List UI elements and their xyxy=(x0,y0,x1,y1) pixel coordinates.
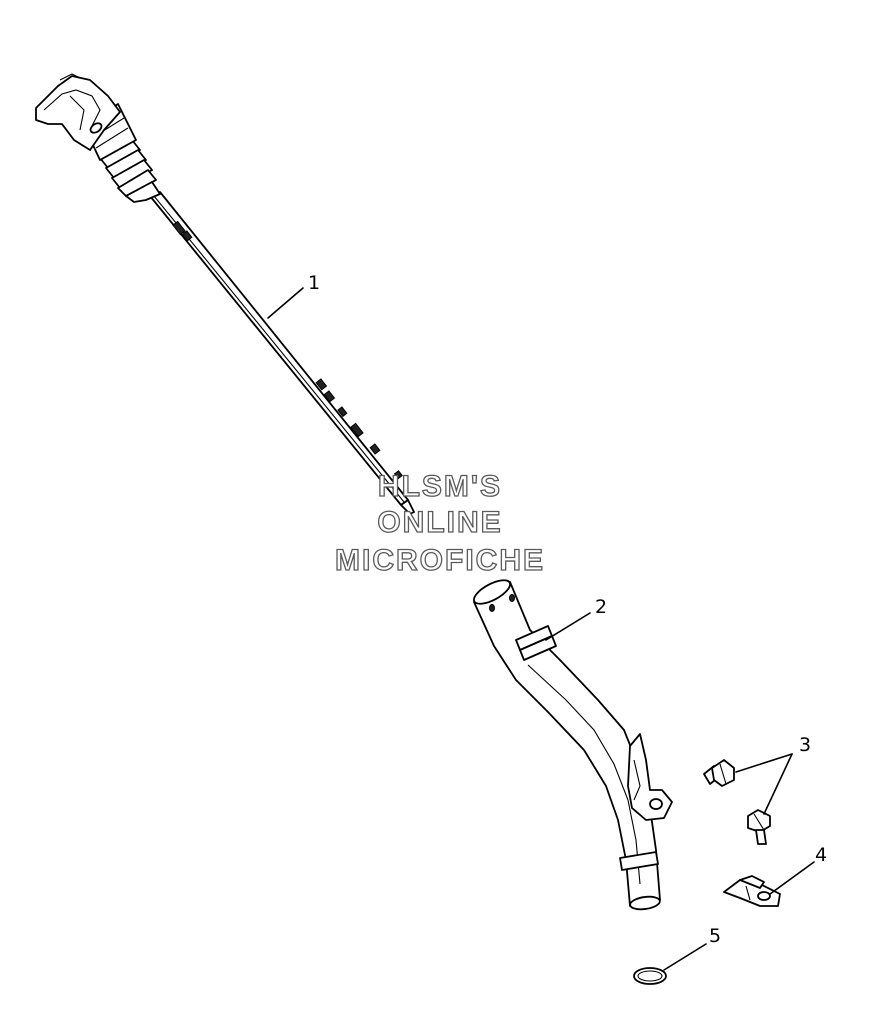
o-ring-part[interactable] xyxy=(633,967,667,985)
watermark-line-3: MICROFICHE xyxy=(335,544,545,577)
callout-3: 3 xyxy=(799,734,811,756)
bolt-upper-part[interactable] xyxy=(703,759,735,787)
leader-line-2 xyxy=(545,612,591,641)
watermark-line-1: HLSM'S xyxy=(378,470,502,503)
dipstick-tube-part[interactable] xyxy=(471,576,673,911)
leader-line-3b xyxy=(763,753,793,815)
bolt-lower-part[interactable] xyxy=(747,809,771,845)
leader-line-5 xyxy=(663,943,707,971)
callout-2: 2 xyxy=(595,596,607,618)
leader-line-3a xyxy=(735,753,793,773)
bracket-part[interactable] xyxy=(723,875,781,907)
leader-line-1 xyxy=(267,287,304,319)
callout-4: 4 xyxy=(815,844,827,866)
leader-lines xyxy=(267,287,815,971)
callout-5: 5 xyxy=(709,925,721,947)
watermark: HLSM'S ONLINE MICROFICHE xyxy=(334,469,545,577)
leader-line-4 xyxy=(769,861,815,895)
callout-1: 1 xyxy=(308,272,320,294)
watermark-line-2: ONLINE xyxy=(377,506,502,539)
dipstick-part[interactable] xyxy=(35,73,415,515)
